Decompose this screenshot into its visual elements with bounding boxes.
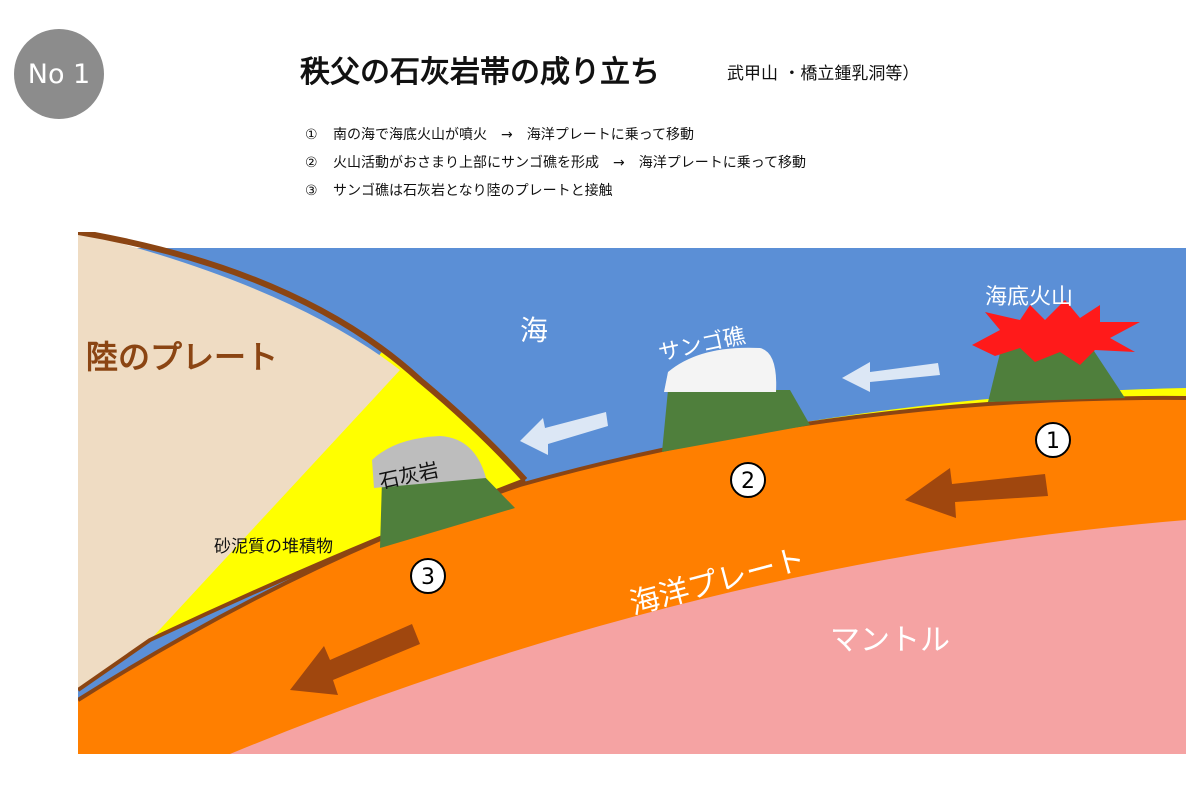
marker-1: 1 [1035, 422, 1071, 458]
step-number: ② [305, 155, 318, 171]
mantle [230, 520, 1186, 754]
ocean-plate-boundary [78, 395, 1186, 702]
movement-arrow-sea-right [842, 362, 940, 392]
step-number: ① [305, 127, 318, 143]
plate-motion-arrow-right [905, 468, 1048, 518]
step-item-3: ③ サンゴ礁は石灰岩となり陸のプレートと接触 [305, 181, 806, 209]
step-item-1: ① 南の海で海底火山が噴火 → 海洋プレートに乗って移動 [305, 125, 806, 153]
eruption-icon [972, 300, 1140, 365]
seamount-limestone [380, 472, 515, 548]
page-number-badge: No 1 [14, 29, 104, 119]
step-text: 南の海で海底火山が噴火 → 海洋プレートに乗って移動 [333, 127, 695, 143]
marker-2: 2 [730, 462, 766, 498]
limestone-cap [372, 436, 486, 488]
seamount-label: 海底火山 [985, 285, 1073, 310]
seamount-coral [662, 390, 810, 452]
plate-motion-arrow-left [290, 624, 420, 695]
page-subtitle: 武甲山 ・橋立鍾乳洞等） [727, 64, 920, 84]
coral-reef-cap [664, 347, 777, 392]
seamount-volcano [988, 345, 1125, 402]
land-plate-surface [78, 232, 528, 483]
sea-label: 海 [520, 314, 548, 347]
step-item-2: ② 火山活動がおさまり上部にサンゴ礁を形成 → 海洋プレートに乗って移動 [305, 153, 806, 181]
sediment-wedge [150, 348, 525, 640]
marker-2-label: 2 [741, 469, 755, 494]
movement-arrow-sea-left [520, 412, 608, 455]
marker-3-label: 3 [421, 565, 435, 590]
land-plate-label: 陸のプレート [86, 338, 278, 376]
sediment-label: 砂泥質の堆積物 [214, 537, 333, 557]
page-title: 秩父の石灰岩帯の成り立ち [300, 55, 660, 90]
step-text: 火山活動がおさまり上部にサンゴ礁を形成 → 海洋プレートに乗って移動 [333, 155, 807, 171]
land-plate [78, 232, 400, 690]
mantle-label: マントル [830, 623, 950, 658]
marker-1-label: 1 [1046, 429, 1060, 454]
step-text: サンゴ礁は石灰岩となり陸のプレートと接触 [333, 183, 613, 199]
marker-3: 3 [410, 558, 446, 594]
step-list: ① 南の海で海底火山が噴火 → 海洋プレートに乗って移動 ② 火山活動がおさまり上部… [305, 125, 806, 209]
step-number: ③ [305, 183, 318, 199]
